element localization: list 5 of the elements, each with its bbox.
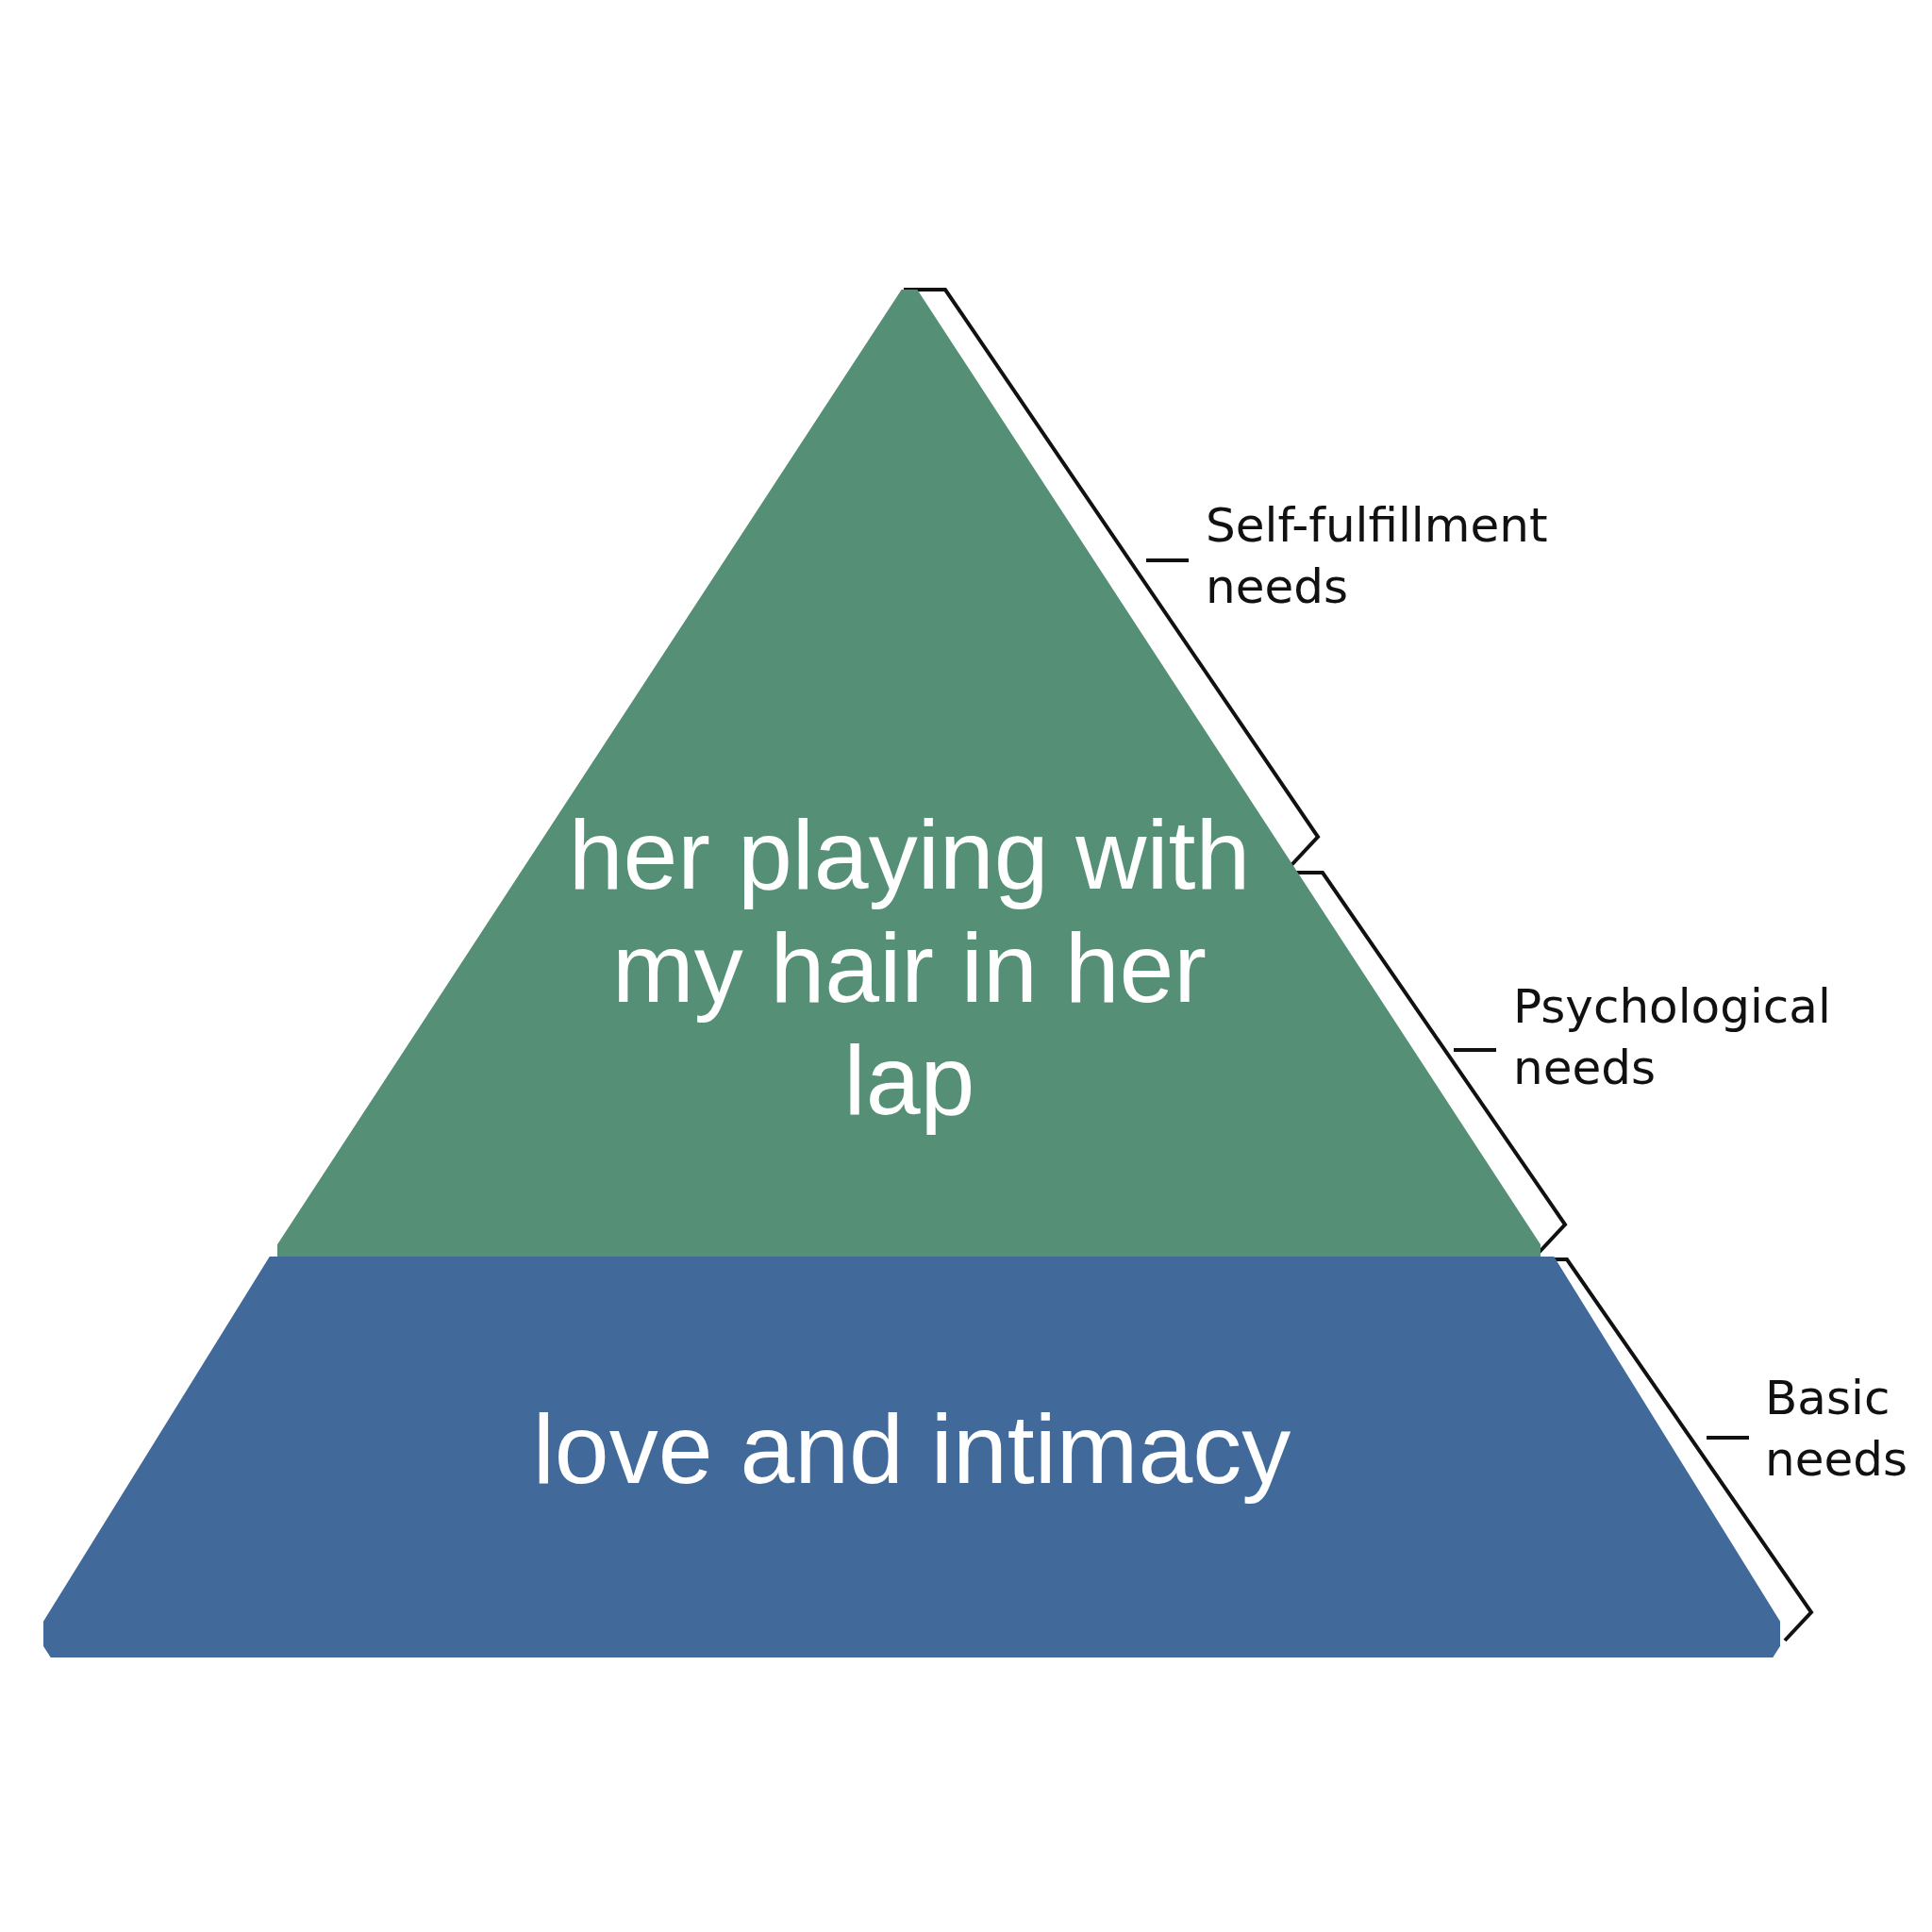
bracket-label: Psychological needs xyxy=(1513,978,1832,1097)
band-label: love and intimacy xyxy=(531,1393,1292,1506)
bracket-label: Basic needs xyxy=(1765,1370,1908,1489)
bracket-label: Self-fulfillment needs xyxy=(1206,497,1549,616)
band-label: her playing with my hair in her lap xyxy=(567,799,1252,1138)
